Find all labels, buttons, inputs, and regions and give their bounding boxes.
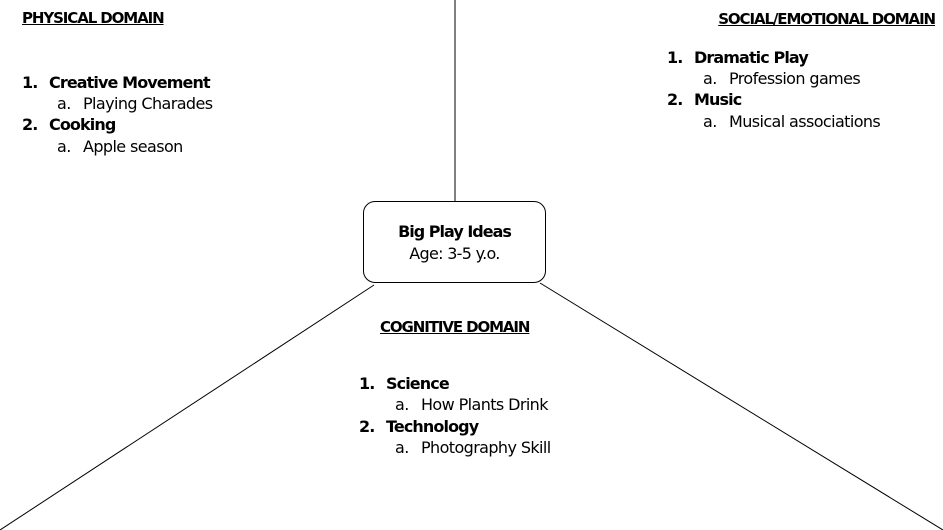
social-domain-title: SOCIAL/EMOTIONAL DOMAIN bbox=[718, 10, 936, 28]
item-number: 1. bbox=[22, 73, 38, 92]
subitem-letter: a. bbox=[703, 69, 717, 88]
subitem-label: Musical associations bbox=[729, 112, 881, 131]
subitem-label: Apple season bbox=[83, 137, 183, 156]
cognitive-item-2: 2. Technology bbox=[359, 417, 479, 436]
item-number: 1. bbox=[667, 48, 683, 67]
cognitive-item-1: 1. Science bbox=[359, 374, 450, 393]
item-label: Dramatic Play bbox=[694, 48, 809, 67]
item-label: Music bbox=[694, 90, 742, 109]
subitem-letter: a. bbox=[703, 112, 717, 131]
subitem-letter: a. bbox=[57, 94, 71, 113]
subitem-label: Profession games bbox=[729, 69, 861, 88]
item-number: 2. bbox=[359, 417, 375, 436]
cognitive-domain-title: COGNITIVE DOMAIN bbox=[380, 318, 530, 336]
item-label: Creative Movement bbox=[49, 73, 211, 92]
right-divider-line bbox=[539, 282, 943, 530]
item-number: 2. bbox=[667, 90, 683, 109]
social-subitem-1: a. Profession games bbox=[703, 69, 861, 88]
physical-subitem-1: a. Playing Charades bbox=[57, 94, 213, 113]
subitem-letter: a. bbox=[57, 137, 71, 156]
physical-subitem-2: a. Apple season bbox=[57, 137, 183, 156]
physical-item-1: 1. Creative Movement bbox=[22, 73, 211, 92]
subitem-label: Playing Charades bbox=[83, 94, 213, 113]
subitem-letter: a. bbox=[395, 395, 409, 414]
item-label: Science bbox=[386, 374, 450, 393]
item-label: Technology bbox=[386, 417, 479, 436]
cognitive-subitem-1: a. How Plants Drink bbox=[395, 395, 548, 414]
subitem-label: Photography Skill bbox=[421, 438, 551, 457]
item-number: 1. bbox=[359, 374, 375, 393]
physical-domain-title: PHYSICAL DOMAIN bbox=[22, 9, 165, 27]
physical-item-2: 2. Cooking bbox=[22, 115, 116, 134]
social-item-1: 1. Dramatic Play bbox=[667, 48, 809, 67]
social-subitem-2: a. Musical associations bbox=[703, 112, 881, 131]
cognitive-subitem-2: a. Photography Skill bbox=[395, 438, 551, 457]
left-divider-line bbox=[0, 284, 375, 530]
subitem-letter: a. bbox=[395, 438, 409, 457]
social-item-2: 2. Music bbox=[667, 90, 742, 109]
subitem-label: How Plants Drink bbox=[421, 395, 548, 414]
center-subtitle: Age: 3-5 y.o. bbox=[409, 244, 500, 263]
item-label: Cooking bbox=[49, 115, 116, 134]
center-title: Big Play Ideas bbox=[398, 222, 512, 241]
center-box: Big Play Ideas Age: 3-5 y.o. bbox=[363, 201, 546, 283]
item-number: 2. bbox=[22, 115, 38, 134]
